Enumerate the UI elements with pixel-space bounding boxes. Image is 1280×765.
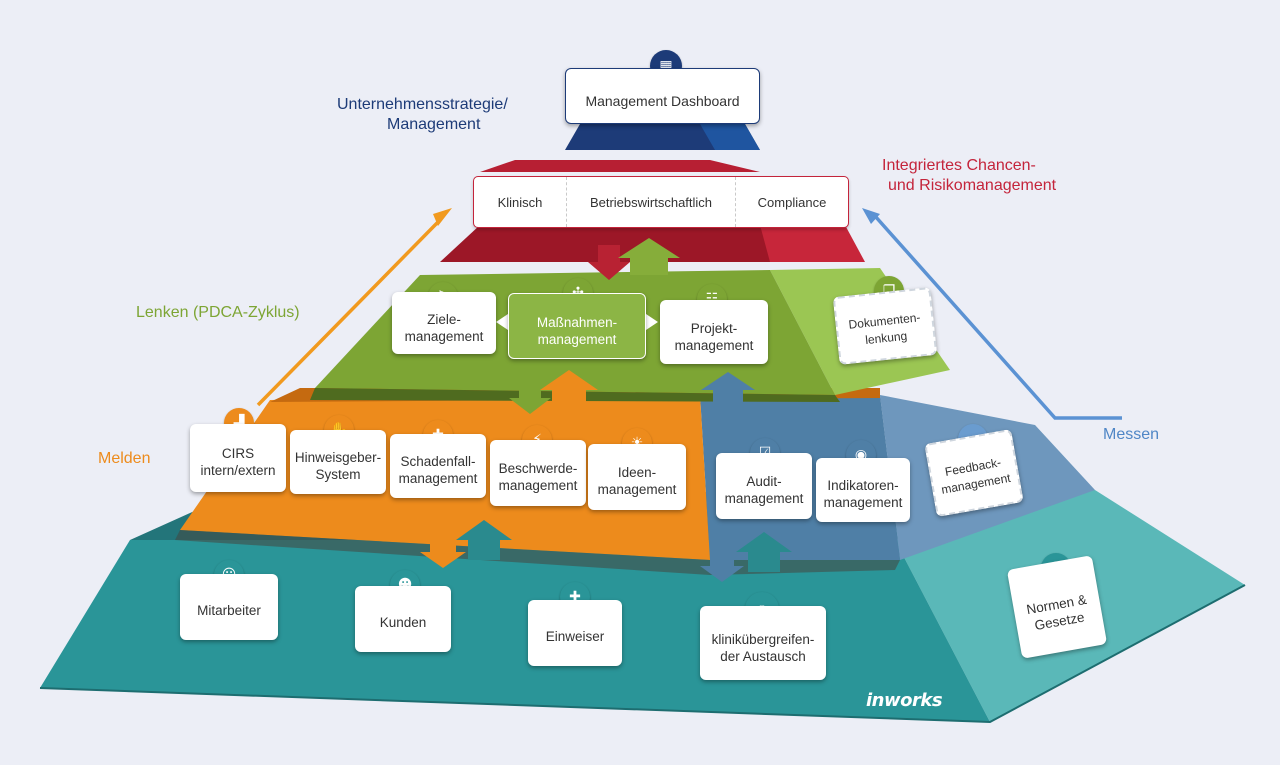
massnahmen-management-box[interactable]: Maßnahmen- management — [508, 293, 646, 359]
strategy-label-line2: Management — [387, 116, 481, 133]
arrow-up-green-top — [618, 238, 680, 275]
arrow-messen-line — [873, 214, 1122, 420]
base-edge-highlight — [39, 584, 1246, 724]
ziele-management-box[interactable]: Ziele- management — [392, 292, 496, 354]
arrow-down-green — [509, 380, 551, 414]
arrow-lenken-head — [433, 208, 452, 226]
arrow-up-teal-2 — [736, 532, 792, 572]
feedback-management-box[interactable]: Feedback- management — [924, 428, 1024, 518]
audit-management-box[interactable]: Audit- management — [716, 453, 812, 519]
arrow-lenken-line — [256, 218, 442, 407]
melden-label: Melden — [98, 450, 151, 467]
einweiser-box[interactable]: Einweiser — [528, 600, 622, 666]
klinikuebergreifender-austausch-box[interactable]: klinikübergreifen- der Austausch — [700, 606, 826, 680]
arrow-up-teal-1 — [456, 520, 512, 560]
red-level-side — [760, 225, 865, 262]
strategy-label-line1: Unternehmensstrategie/ — [337, 96, 508, 113]
dokumentenlenkung-box[interactable]: Dokumenten- lenkung — [832, 287, 938, 365]
risk-segment-klinisch[interactable]: Klinisch — [497, 194, 543, 210]
cirs-box[interactable]: CIRS intern/extern — [190, 424, 286, 492]
management-dashboard-box[interactable]: Management Dashboard — [565, 68, 760, 124]
arrow-up-orange — [540, 370, 598, 410]
notch-left — [496, 314, 508, 330]
arrow-down-steel — [700, 548, 744, 582]
risk-segment-compliance[interactable]: Compliance — [735, 177, 848, 227]
ideen-management-box[interactable]: Ideen- management — [588, 444, 686, 510]
projekt-management-box[interactable]: Projekt- management — [660, 300, 768, 364]
notch-right — [646, 314, 658, 330]
risk-label-line1: Integriertes Chancen- — [882, 157, 1036, 174]
mitarbeiter-box[interactable]: Mitarbeiter — [180, 574, 278, 640]
arrow-messen-head — [862, 208, 880, 224]
messen-label: Messen — [1103, 426, 1160, 443]
risk-segment-betriebswirtschaftlich[interactable]: Betriebswirtschaftlich — [566, 177, 735, 227]
normen-gesetze-box[interactable]: Normen & Gesetze — [1006, 555, 1108, 659]
risk-label-line2: und Risikomanagement — [888, 177, 1057, 194]
red-level-top — [480, 160, 760, 172]
lenken-label: Lenken (PDCA-Zyklus) — [136, 304, 300, 321]
kunden-box[interactable]: Kunden — [355, 586, 451, 652]
arrow-down-orange — [420, 538, 466, 568]
inworks-logo: inworks — [866, 690, 943, 711]
indikatoren-management-box[interactable]: Indikatoren- management — [816, 458, 910, 522]
beschwerde-management-box[interactable]: Beschwerde- management — [490, 440, 586, 506]
arrow-up-steel — [701, 372, 755, 408]
risk-categories-strip: Klinisch Betriebswirtschaftlich Complian… — [473, 176, 849, 228]
arrow-down-red — [588, 245, 630, 280]
schadenfall-management-box[interactable]: Schadenfall- management — [390, 434, 486, 498]
navy-level-side — [700, 124, 760, 150]
hinweisgeber-system-box[interactable]: Hinweisgeber- System — [290, 430, 386, 494]
